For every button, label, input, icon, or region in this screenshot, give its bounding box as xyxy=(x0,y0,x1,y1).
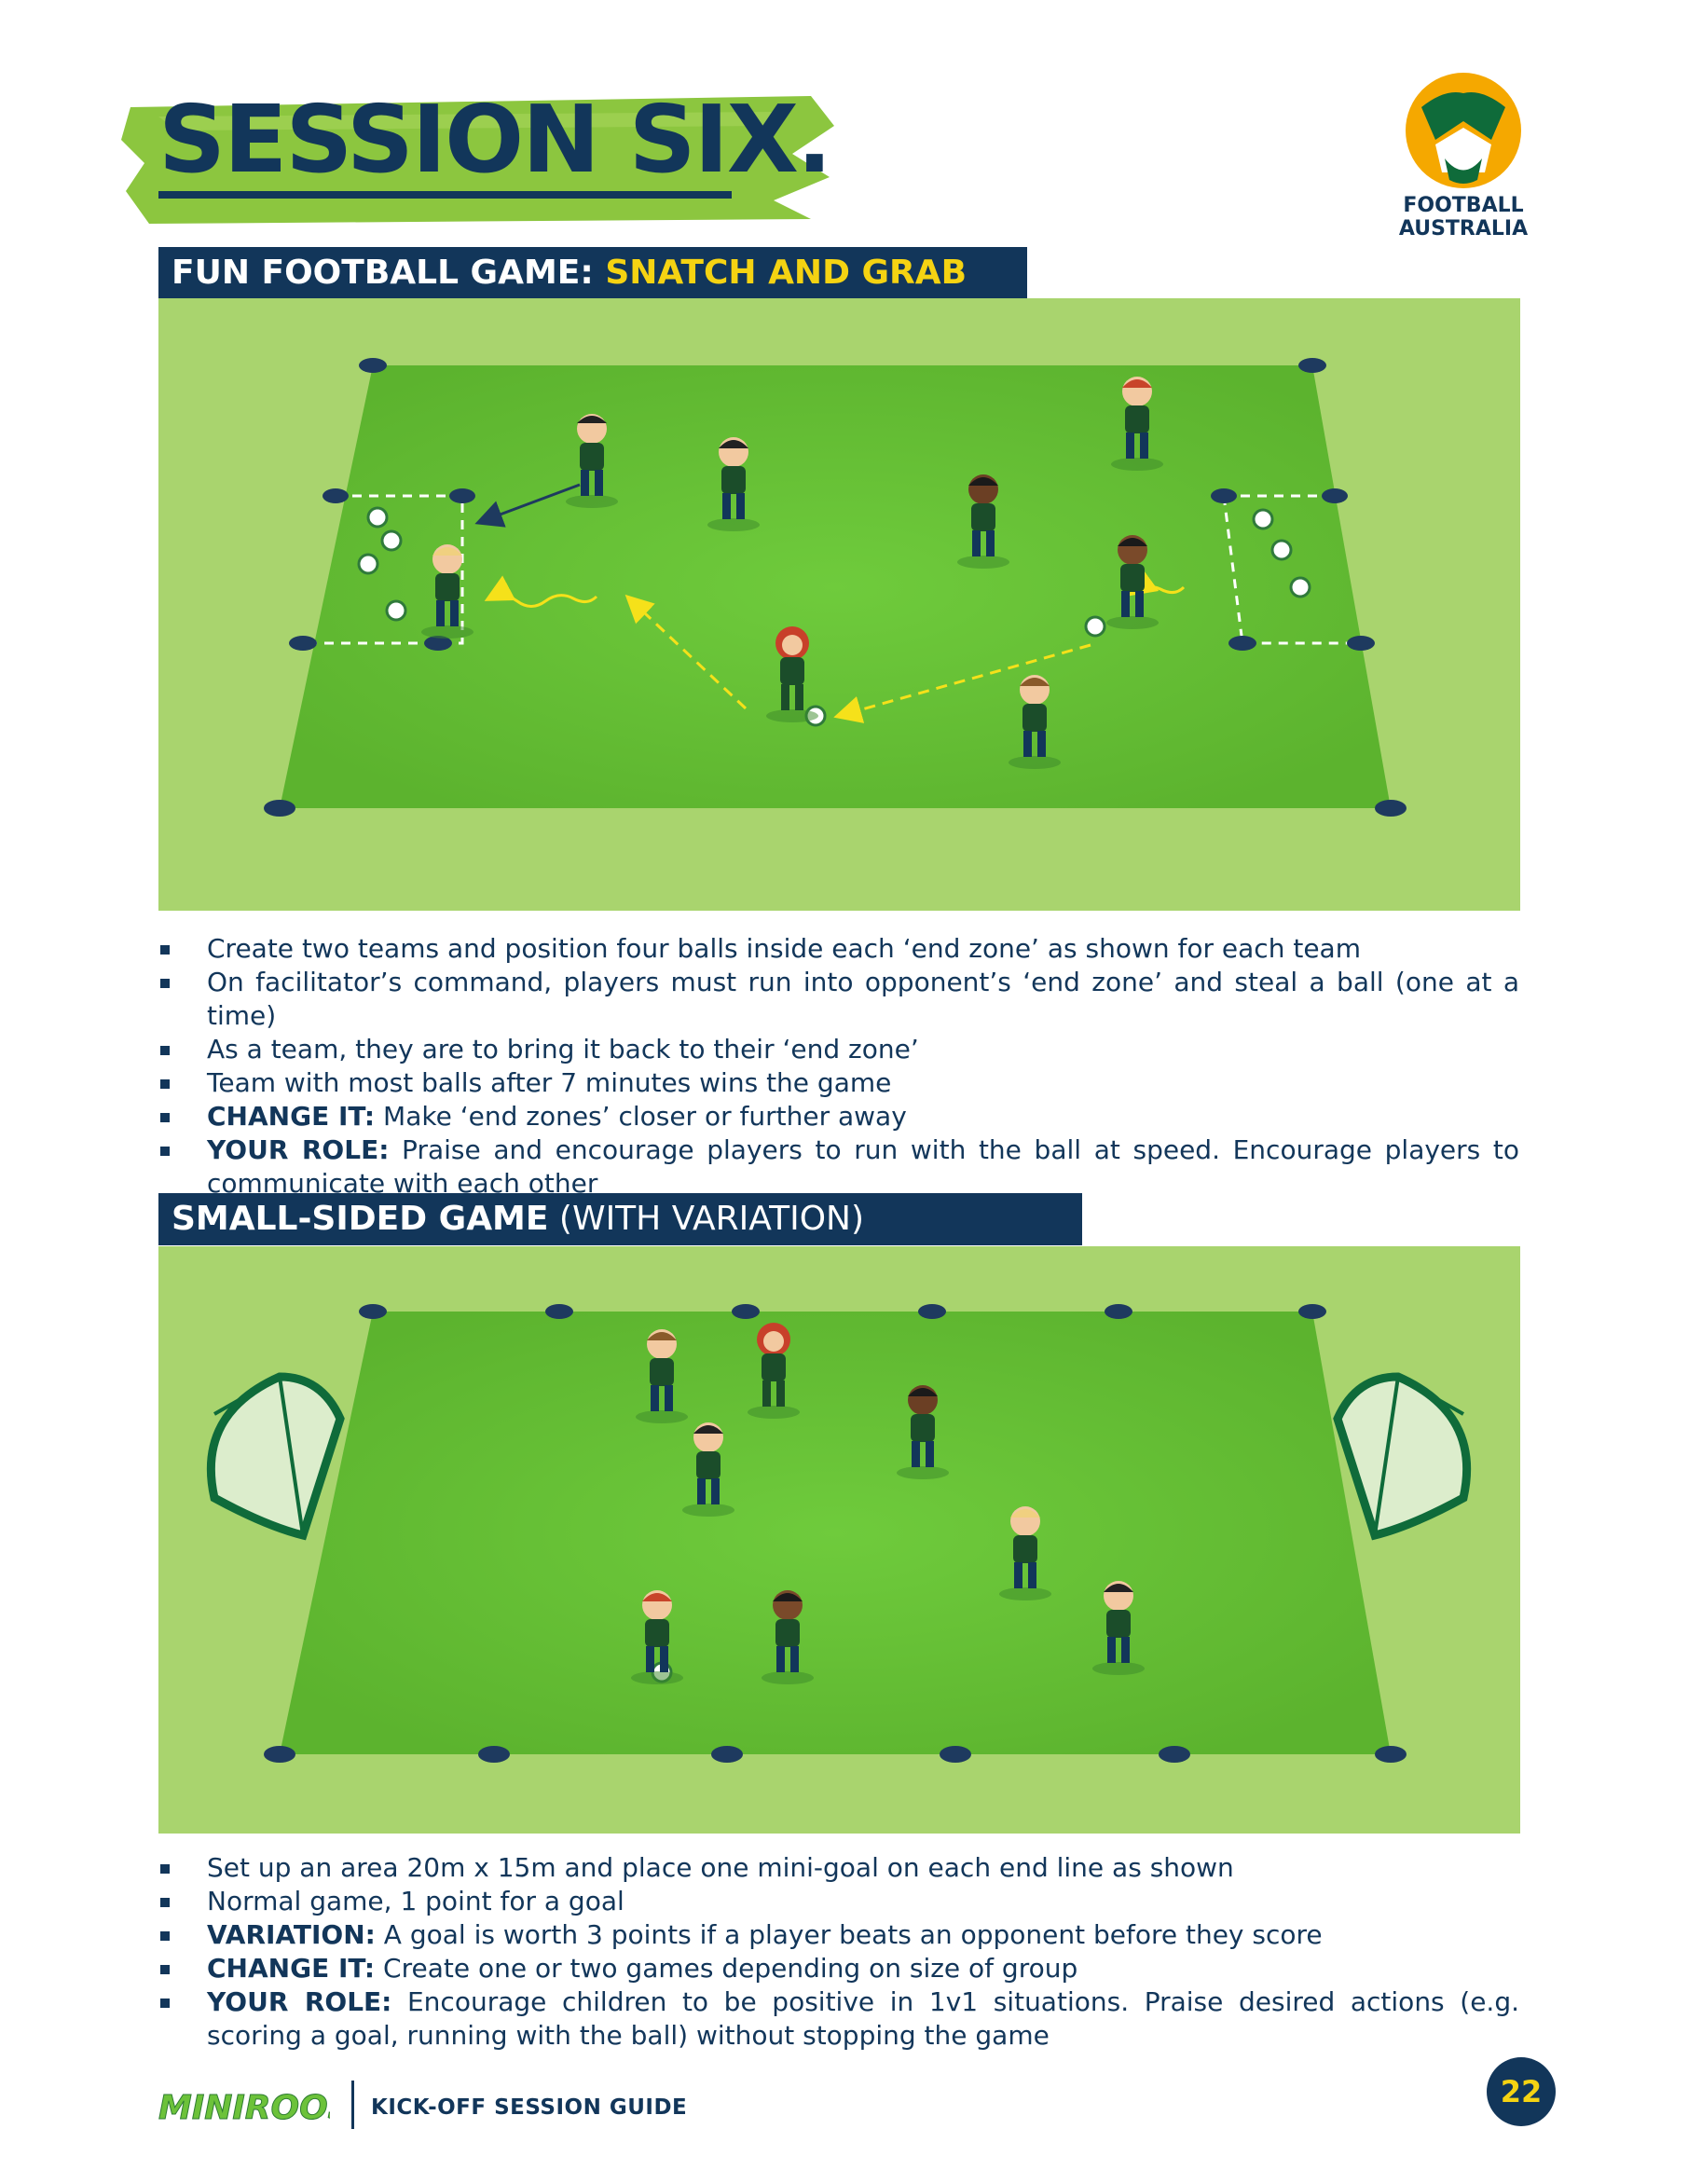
section2-heading-main: SMALL-SIDED GAME xyxy=(172,1200,549,1238)
bullet-square-icon xyxy=(160,1147,170,1156)
bullet-square-icon xyxy=(160,1898,170,1907)
item-text: Normal game, 1 point for a goal xyxy=(207,1886,624,1916)
item-label: YOUR ROLE: xyxy=(207,1986,392,2017)
list-item: VARIATION: A goal is worth 3 points if a… xyxy=(158,1918,1519,1952)
item-text: Set up an area 20m x 15m and place one m… xyxy=(207,1852,1234,1883)
list-item: Normal game, 1 point for a goal xyxy=(158,1885,1519,1918)
item-text: Create two teams and position four balls… xyxy=(207,933,1361,964)
section2-instructions: Set up an area 20m x 15m and place one m… xyxy=(158,1851,1519,2053)
bullet-square-icon xyxy=(160,979,170,988)
title-underline xyxy=(158,191,732,199)
list-item: CHANGE IT: Make ‘end zones’ closer or fu… xyxy=(158,1100,1519,1133)
section2-heading: SMALL-SIDED GAME (WITH VARIATION) xyxy=(158,1193,1082,1245)
item-text: Encourage children to be positive in 1v1… xyxy=(207,1986,1519,2051)
page-title: SESSION SIX. xyxy=(158,85,832,194)
item-text: On facilitator’s command, players must r… xyxy=(207,967,1519,1031)
players xyxy=(631,1323,1145,1684)
item-label: CHANGE IT: xyxy=(207,1101,376,1132)
footer-guide-title: KICK-OFF SESSION GUIDE xyxy=(371,2095,688,2120)
section1-heading: FUN FOOTBALL GAME: SNATCH AND GRAB xyxy=(158,247,1027,299)
bullet-square-icon xyxy=(160,1999,170,2008)
miniroos-wordmark: MINIROOS xyxy=(158,2089,330,2127)
section2-heading-light: (WITH VARIATION) xyxy=(548,1200,865,1238)
section1-heading-prefix: FUN FOOTBALL GAME: xyxy=(172,254,606,292)
item-label: VARIATION: xyxy=(207,1919,376,1950)
small-sided-game-diagram xyxy=(158,1246,1520,1834)
item-text: A goal is worth 3 points if a player bea… xyxy=(375,1919,1323,1950)
list-item: YOUR ROLE: Praise and encourage players … xyxy=(158,1133,1519,1201)
item-text: Praise and encourage players to run with… xyxy=(207,1134,1520,1199)
bullet-square-icon xyxy=(160,1046,170,1055)
list-item: On facilitator’s command, players must r… xyxy=(158,966,1519,1033)
snatch-and-grab-diagram xyxy=(158,298,1520,911)
right-mini-goal xyxy=(1333,1372,1472,1541)
item-label: CHANGE IT: xyxy=(207,1953,376,1984)
section1-heading-accent: SNATCH AND GRAB xyxy=(605,254,968,292)
bullet-square-icon xyxy=(160,945,170,955)
item-text: As a team, they are to bring it back to … xyxy=(207,1034,919,1065)
list-item: As a team, they are to bring it back to … xyxy=(158,1033,1519,1066)
football-australia-logo xyxy=(1406,73,1521,188)
players xyxy=(421,377,1163,769)
bullet-square-icon xyxy=(160,1931,170,1941)
left-mini-goal xyxy=(206,1372,345,1541)
section1-instructions: Create two teams and position four balls… xyxy=(158,932,1519,1201)
miniroos-logo: MINIROOS xyxy=(158,2089,331,2128)
cone-markers xyxy=(264,358,1407,817)
list-item: Set up an area 20m x 15m and place one m… xyxy=(158,1851,1519,1885)
page-number: 22 xyxy=(1487,2057,1556,2126)
list-item: CHANGE IT: Create one or two games depen… xyxy=(158,1952,1519,1985)
item-label: YOUR ROLE: xyxy=(207,1134,390,1165)
list-item: Team with most balls after 7 minutes win… xyxy=(158,1066,1519,1100)
cone-markers xyxy=(264,1304,1407,1763)
list-item: YOUR ROLE: Encourage children to be posi… xyxy=(158,1985,1519,2053)
bullet-square-icon xyxy=(160,1113,170,1122)
list-item: Create two teams and position four balls… xyxy=(158,932,1519,966)
football-australia-wordmark: FOOTBALL AUSTRALIA xyxy=(1379,194,1547,241)
footer-divider xyxy=(351,2081,354,2129)
bullet-square-icon xyxy=(160,1965,170,1974)
item-text: Create one or two games depending on siz… xyxy=(375,1953,1078,1984)
logo-text-line1: FOOTBALL xyxy=(1403,194,1524,217)
item-text: Team with most balls after 7 minutes win… xyxy=(207,1067,892,1098)
logo-text-line2: AUSTRALIA xyxy=(1398,217,1529,241)
bullet-square-icon xyxy=(160,1864,170,1874)
item-text: Make ‘end zones’ closer or further away xyxy=(375,1101,907,1132)
bullet-square-icon xyxy=(160,1079,170,1089)
